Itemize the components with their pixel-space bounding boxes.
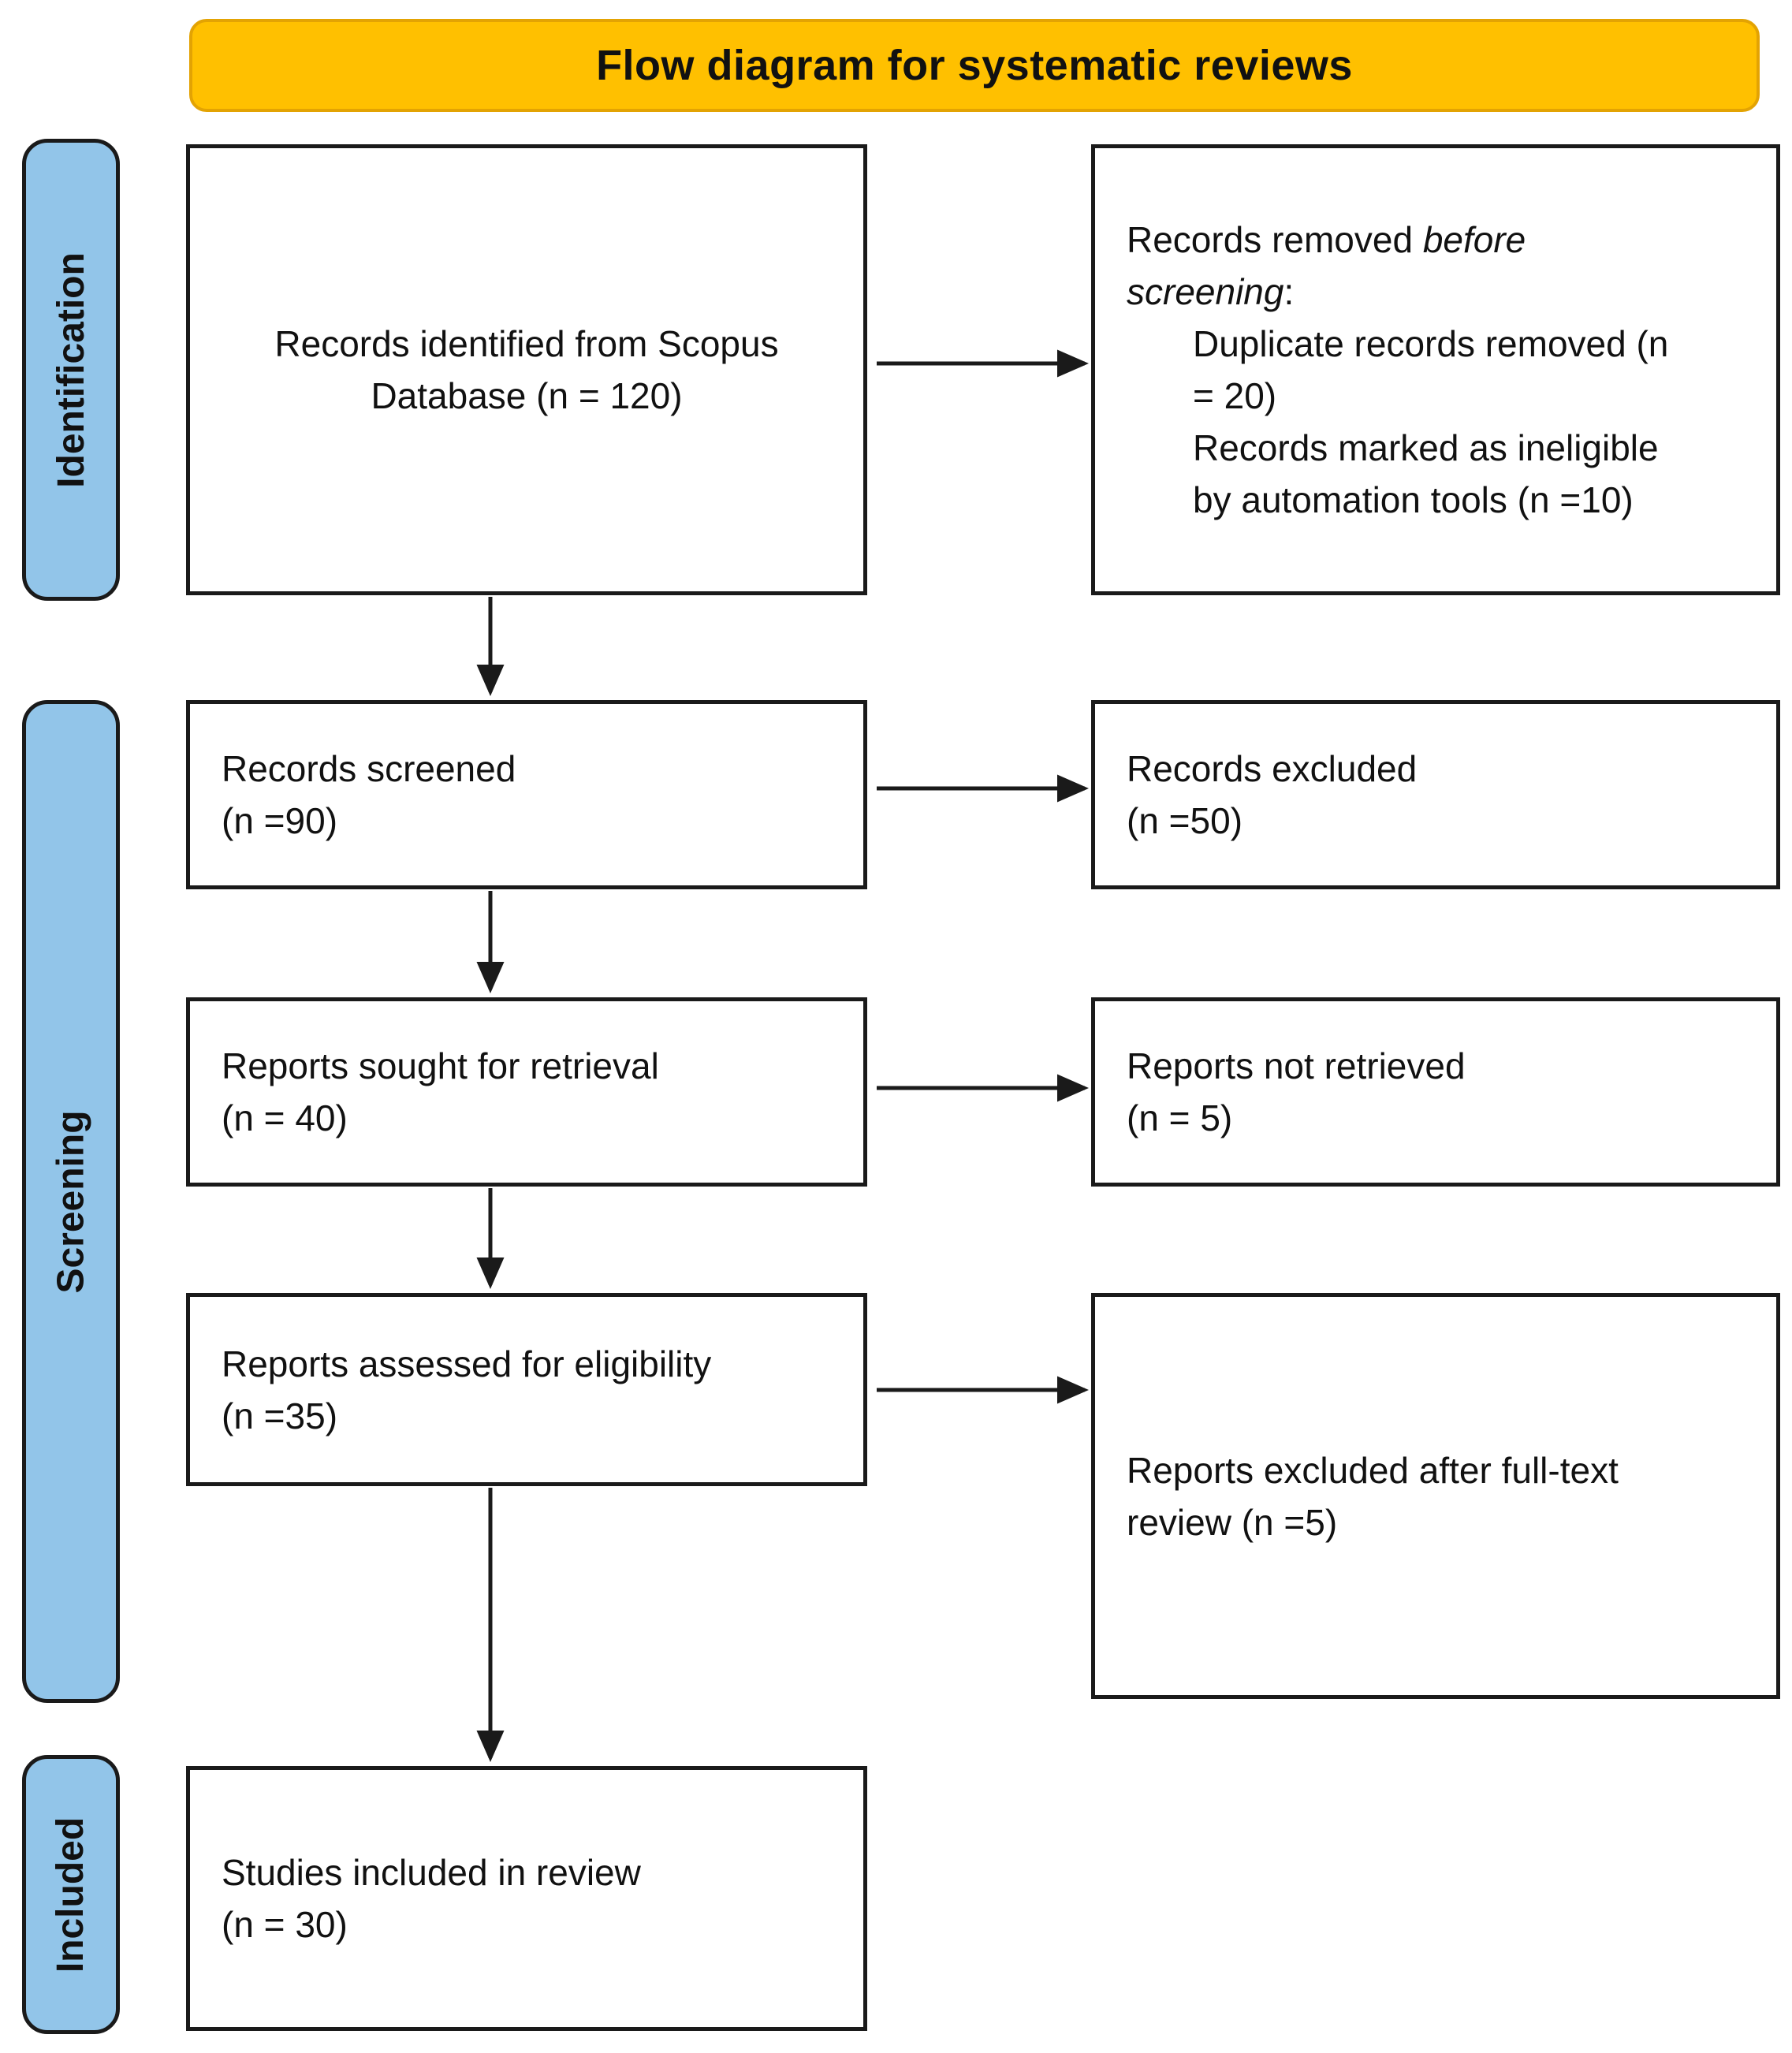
box-text-line: (n = 30) bbox=[222, 1904, 348, 1945]
stage-label-screening: Screening bbox=[50, 1109, 92, 1294]
box-text-line: (n =50) bbox=[1127, 800, 1243, 841]
diagram-title: Flow diagram for systematic reviews bbox=[596, 42, 1353, 89]
box-reports-excluded-fulltext: Reports excluded after full-text review … bbox=[1091, 1293, 1780, 1699]
box-text-line: review (n =5) bbox=[1127, 1501, 1338, 1543]
box-text-line: Studies included in review bbox=[222, 1852, 641, 1893]
box-text-line: Reports assessed for eligibility bbox=[222, 1343, 712, 1384]
box-records-excluded: Records excluded (n =50) bbox=[1091, 700, 1780, 889]
box-reports-assessed: Reports assessed for eligibility (n =35) bbox=[186, 1293, 867, 1486]
box-text-line: Reports not retrieved bbox=[1127, 1045, 1466, 1086]
box-text-line: screening: bbox=[1127, 271, 1295, 312]
box-text-line: (n =90) bbox=[222, 800, 338, 841]
box-records-identified: Records identified from Scopus Database … bbox=[186, 144, 867, 595]
box-text-line: Duplicate records removed (n bbox=[1193, 323, 1669, 364]
diagram-title-banner: Flow diagram for systematic reviews bbox=[189, 19, 1760, 112]
box-text-line: (n = 40) bbox=[222, 1097, 348, 1138]
stage-bar-identification: Identification bbox=[22, 139, 120, 601]
box-reports-not-retrieved: Reports not retrieved (n = 5) bbox=[1091, 997, 1780, 1187]
stage-label-included: Included bbox=[50, 1816, 92, 1973]
box-text-line: Records screened bbox=[222, 748, 516, 789]
box-text-line: Records excluded bbox=[1127, 748, 1418, 789]
box-text-line: (n =35) bbox=[222, 1395, 338, 1436]
box-reports-sought: Reports sought for retrieval (n = 40) bbox=[186, 997, 867, 1187]
box-text-line: Reports excluded after full-text bbox=[1127, 1449, 1619, 1491]
stage-label-identification: Identification bbox=[50, 252, 92, 488]
box-text-line: = 20) bbox=[1193, 375, 1277, 416]
stage-bar-screening: Screening bbox=[22, 700, 120, 1703]
box-text-line: Database (n = 120) bbox=[371, 375, 683, 416]
box-text-line: by automation tools (n =10) bbox=[1193, 479, 1634, 520]
box-text-line: Records removed before bbox=[1127, 219, 1526, 260]
box-text-line: Records marked as ineligible bbox=[1193, 427, 1659, 468]
box-text-line: Reports sought for retrieval bbox=[222, 1045, 659, 1086]
stage-bar-included: Included bbox=[22, 1755, 120, 2034]
box-studies-included: Studies included in review (n = 30) bbox=[186, 1766, 867, 2031]
box-records-screened: Records screened (n =90) bbox=[186, 700, 867, 889]
box-text-line: (n = 5) bbox=[1127, 1097, 1233, 1138]
box-text-line: Records identified from Scopus bbox=[274, 323, 779, 364]
box-records-removed-before-screening: Records removed before screening: Duplic… bbox=[1091, 144, 1780, 595]
